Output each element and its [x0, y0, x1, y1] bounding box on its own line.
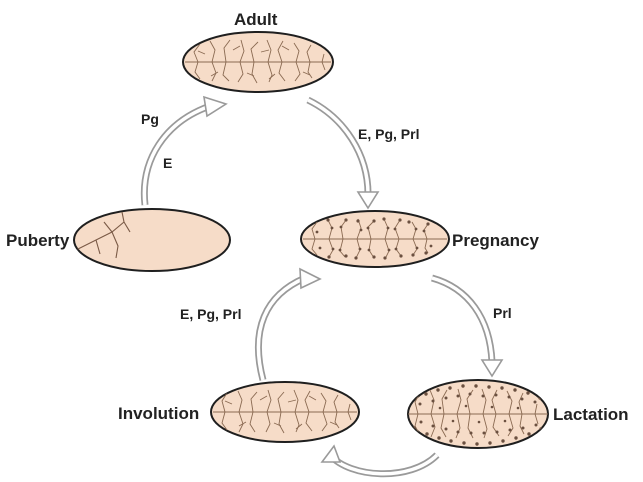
puberty-gland-illustration	[74, 209, 230, 271]
hormone-label-adult-to-pregnancy: E, Pg, Prl	[358, 127, 419, 141]
lactation-gland-illustration	[408, 380, 548, 448]
lactation-label: Lactation	[553, 406, 629, 423]
arrow-involution-to-pregnancy	[258, 269, 320, 380]
involution-label: Involution	[118, 405, 199, 422]
arrow-lactation-to-involution	[322, 446, 437, 474]
arrow-adult-to-pregnancy	[308, 100, 378, 208]
adult-label: Adult	[234, 11, 277, 28]
involution-gland-illustration	[211, 382, 359, 442]
hormone-label-involution-to-pregnancy: E, Pg, Prl	[180, 307, 241, 321]
hormone-label-prl: Prl	[493, 306, 512, 320]
puberty-label: Puberty	[6, 232, 69, 249]
pregnancy-gland-illustration	[301, 211, 449, 267]
adult-gland-illustration	[183, 32, 333, 92]
hormone-label-e: E	[163, 156, 172, 170]
pregnancy-label: Pregnancy	[452, 232, 539, 249]
hormone-label-pg: Pg	[141, 112, 159, 126]
arrow-pregnancy-to-lactation	[432, 278, 502, 376]
